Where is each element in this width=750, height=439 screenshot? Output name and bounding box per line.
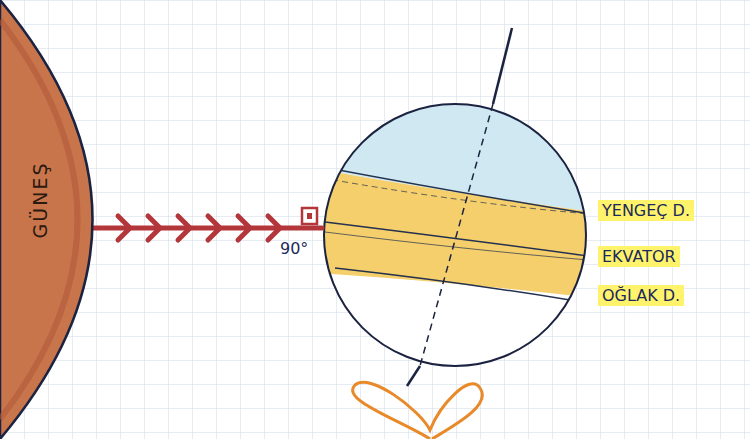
latitude-label: YENGEÇ D. xyxy=(598,200,694,221)
sun-label: GÜNEŞ xyxy=(29,162,51,239)
sun-shape: GÜNEŞ xyxy=(0,0,100,439)
axis xyxy=(493,28,512,104)
right-angle-mark xyxy=(302,208,317,224)
tropic-of-cancer xyxy=(318,166,590,214)
tropic-of-capricorn xyxy=(335,268,570,300)
sun-ray xyxy=(92,216,322,240)
earth xyxy=(300,28,610,386)
angle-label: 90° xyxy=(276,238,312,259)
axis xyxy=(407,366,420,386)
latitude-label: EKVATOR xyxy=(598,246,680,267)
equator xyxy=(325,222,588,256)
latitude-label: OĞLAK D. xyxy=(598,285,684,306)
bow-decoration xyxy=(353,382,483,439)
axis xyxy=(420,104,493,366)
tropical-zone xyxy=(300,166,610,300)
